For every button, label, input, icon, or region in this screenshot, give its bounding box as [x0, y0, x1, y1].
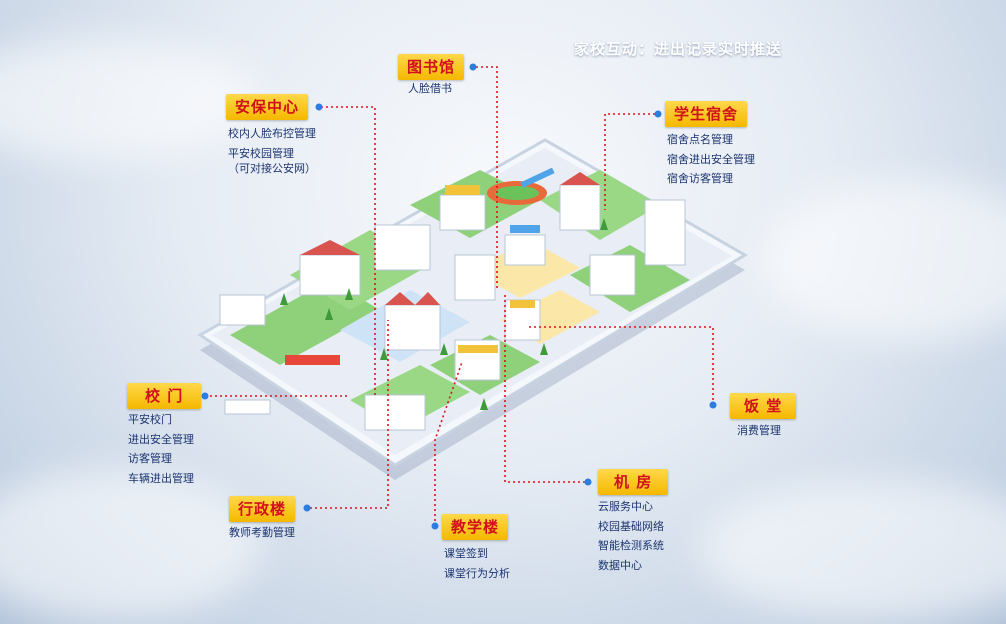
- list-item: 教师考勤管理: [229, 526, 295, 539]
- list-item: 校内人脸布控管理: [228, 127, 316, 140]
- module-dorm-title: 学生宿舍: [665, 101, 748, 127]
- list-item: 课堂行为分析: [444, 566, 510, 580]
- list-item: 智能检测系统: [598, 539, 664, 552]
- list-item: 宿舍点名管理: [667, 133, 733, 146]
- list-item: 平安校园管理: [228, 146, 294, 160]
- module-security-items: 校内人脸布控管理 平安校园管理 （可对接公安网）: [228, 124, 316, 179]
- module-canteen-title: 饭 堂: [730, 393, 797, 419]
- list-item: 进出安全管理: [128, 432, 194, 446]
- module-teaching-title: 教学楼: [442, 514, 509, 540]
- module-security-title: 安保中心: [226, 94, 309, 120]
- list-item: 访客管理: [128, 452, 172, 465]
- module-dorm-items: 宿舍点名管理 宿舍进出安全管理 宿舍访客管理: [667, 130, 755, 189]
- list-item: 宿舍访客管理: [667, 172, 733, 185]
- module-library-title: 图书馆: [398, 54, 465, 80]
- module-library-items: 人脸借书: [408, 79, 452, 99]
- module-teaching-items: 课堂签到 课堂行为分析: [444, 544, 510, 583]
- list-item: 人脸借书: [408, 82, 452, 95]
- list-item: 课堂签到: [444, 547, 488, 560]
- module-computer-title: 机 房: [598, 469, 669, 495]
- list-item: 消费管理: [737, 424, 781, 437]
- module-canteen-items: 消费管理: [737, 421, 781, 441]
- list-item: 车辆进出管理: [128, 471, 194, 485]
- module-gate-title: 校 门: [127, 383, 202, 409]
- list-item: 校园基础网络: [598, 519, 664, 533]
- module-computer-items: 云服务中心 校园基础网络 智能检测系统 数据中心: [598, 497, 664, 575]
- list-item: 数据中心: [598, 558, 642, 572]
- list-item: 云服务中心: [598, 500, 653, 513]
- module-admin-title: 行政楼: [229, 496, 296, 522]
- list-item: 平安校门: [128, 413, 172, 426]
- headline: 家校互动：进出记录实时推送: [574, 40, 783, 58]
- list-item: 宿舍进出安全管理: [667, 152, 755, 166]
- module-admin-items: 教师考勤管理: [229, 523, 295, 543]
- module-gate-items: 平安校门 进出安全管理 访客管理 车辆进出管理: [128, 410, 194, 488]
- list-item: （可对接公安网）: [228, 162, 316, 175]
